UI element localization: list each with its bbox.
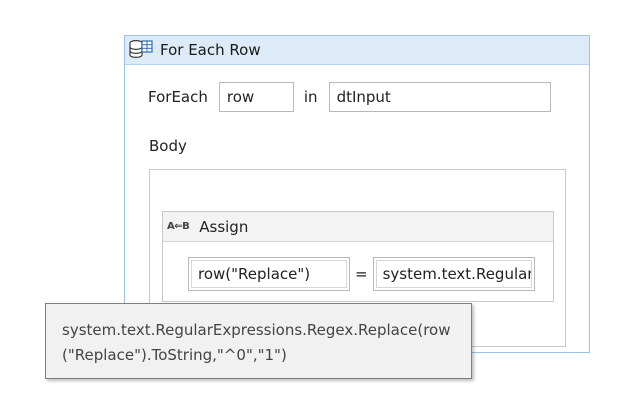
assign-icon: A⇐B: [167, 221, 190, 232]
tooltip-line-1: system.text.RegularExpressions.Regex.Rep…: [62, 321, 451, 339]
collection-field[interactable]: dtInput: [328, 82, 551, 112]
activity-header[interactable]: For Each Row: [125, 36, 589, 65]
assign-to-field[interactable]: row("Replace"): [188, 257, 350, 291]
in-label: in: [303, 88, 318, 106]
activity-title: For Each Row: [160, 41, 261, 59]
tooltip-line-2: ("Replace").ToString,"^0","1"): [62, 346, 287, 364]
assign-value-expression[interactable]: system.text.RegularExpressions.Regex.Rep…: [375, 260, 532, 288]
assign-activity[interactable]: A⇐B Assign row("Replace") = system.text.…: [162, 211, 554, 302]
assign-header[interactable]: A⇐B Assign: [163, 212, 553, 242]
assign-row: row("Replace") = system.text.RegularExpr…: [188, 257, 535, 291]
for-each-row-activity[interactable]: For Each Row ForEach row in dtInput Body…: [124, 35, 590, 353]
assign-value-field[interactable]: system.text.RegularExpressions.Regex.Rep…: [372, 257, 535, 291]
foreach-row: ForEach row in dtInput: [148, 81, 551, 113]
expression-tooltip: system.text.RegularExpressions.Regex.Rep…: [45, 303, 472, 379]
assign-title: Assign: [199, 217, 249, 236]
assign-to-value[interactable]: row("Replace"): [191, 260, 347, 288]
body-label: Body: [149, 137, 187, 155]
item-variable-field[interactable]: row: [218, 82, 294, 112]
foreach-label: ForEach: [148, 88, 208, 106]
datatable-rows-icon: [129, 39, 153, 58]
equals-sign: =: [355, 265, 368, 283]
